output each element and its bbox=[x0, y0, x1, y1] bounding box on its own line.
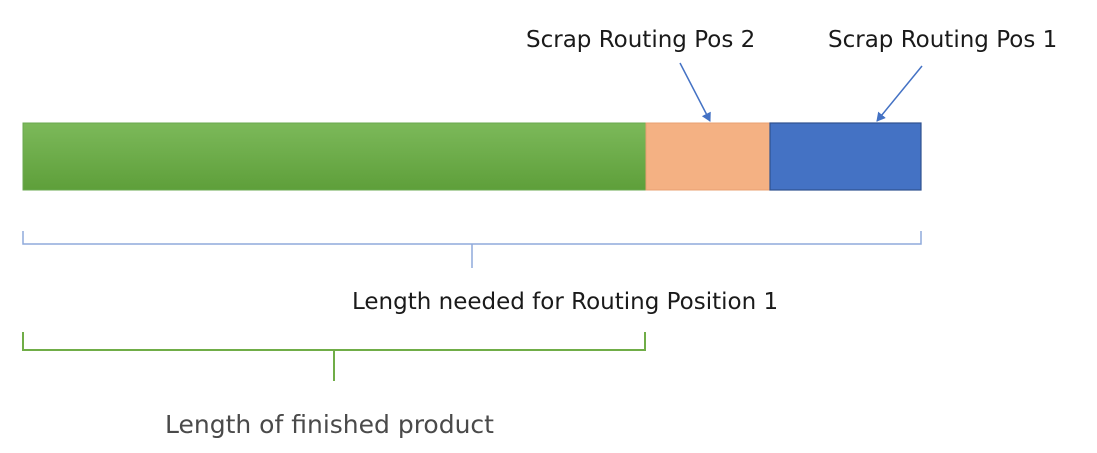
brace-finished-product bbox=[22, 332, 646, 381]
scrap-routing-pos-1-segment bbox=[769, 122, 922, 191]
arrow-scrap-pos-2 bbox=[679, 62, 711, 122]
arrow-scrap-pos-1 bbox=[876, 65, 923, 122]
finished-product-segment bbox=[22, 122, 647, 191]
label-length-routing-pos-1: Length needed for Routing Position 1 bbox=[352, 289, 778, 315]
label-scrap-routing-pos-2: Scrap Routing Pos 2 bbox=[526, 27, 755, 53]
label-scrap-routing-pos-1: Scrap Routing Pos 1 bbox=[828, 27, 1057, 53]
scrap-routing-pos-2-segment bbox=[645, 122, 771, 191]
length-bar bbox=[22, 122, 922, 191]
brace-routing-pos-1 bbox=[22, 231, 922, 268]
label-length-finished-product: Length of finished product bbox=[165, 410, 494, 439]
